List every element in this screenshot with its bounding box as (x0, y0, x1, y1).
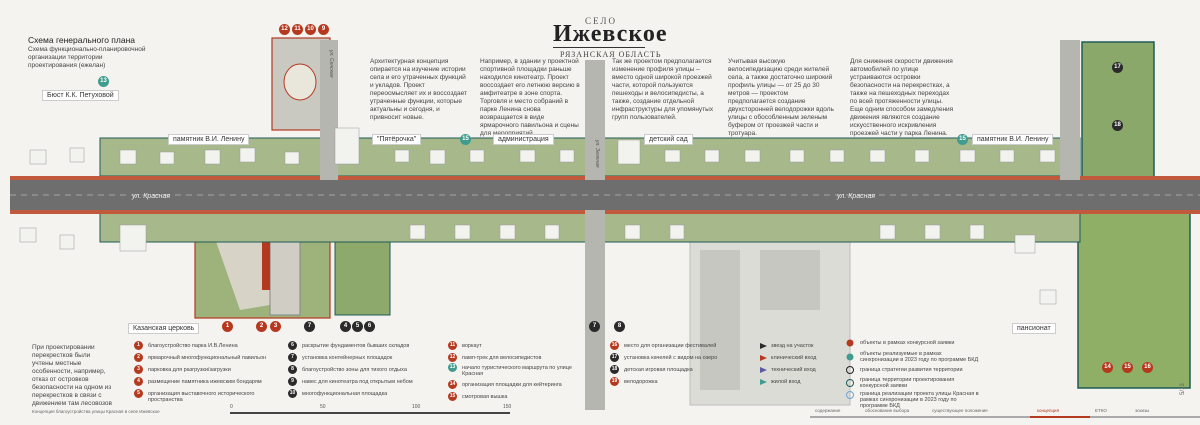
tag-bust: Бюст К.К. Петуховой (42, 90, 119, 101)
title-underline (553, 47, 645, 48)
legend-boundary-2: объекты реализуемые в рамках синхронизац… (860, 351, 979, 363)
cross-road-4 (1060, 40, 1080, 180)
badge-11: 11 (292, 24, 303, 35)
footer-bar-2: обоснование выбора (865, 408, 910, 413)
badge-7-right: 7 (589, 321, 600, 332)
footer-caption: Концепция благоустройства улицы Красная … (32, 409, 160, 414)
street-label-left: ул. Красная (132, 193, 171, 200)
badge-17: 17 (1112, 62, 1123, 73)
tag-lenin-monument-2: памятник В.И. Ленину (972, 134, 1054, 145)
paragraph-5: Для снижения скорости движения автомобил… (850, 58, 954, 137)
scale-100: 100 (412, 404, 421, 410)
scheme-subtitle: Схема функционально-планировочной органи… (28, 46, 146, 69)
cross-road-1 (320, 40, 338, 180)
badge-1: 1 (222, 321, 233, 332)
badge-12: 12 (279, 24, 290, 35)
legend-entrance-1: звезд на участок (771, 343, 814, 349)
tag-administration: администрация (493, 134, 554, 145)
scale-0: 0 (230, 404, 233, 410)
legend-boundary-5: граница реализации проекта улицы Красная… (860, 391, 979, 409)
tag-lenin-monument-1: памятник В.И. Ленину (168, 134, 250, 145)
page-number: 5/13 (1180, 383, 1186, 395)
scale-50: 50 (320, 404, 326, 410)
cross-road-2 (585, 60, 605, 180)
badge-10: 10 (305, 24, 316, 35)
village-name: Ижевское (553, 21, 668, 47)
legend-entrance-4: жилой вход (771, 379, 801, 385)
badge-4: 4 (340, 321, 351, 332)
region-name: РЯЗАНСКАЯ ОБЛАСТЬ (560, 50, 662, 59)
paragraph-3: Так же проектом предполагается изменение… (612, 58, 714, 121)
street-label-cross2: ул. Зеленая (594, 140, 600, 168)
badge-5: 5 (352, 321, 363, 332)
village-prefix: СЕЛО (585, 16, 617, 26)
tag-pyaterochka: "Пятёрочка" (372, 134, 422, 145)
badge-7-left: 7 (304, 321, 315, 332)
badge-3: 3 (270, 321, 281, 332)
tag-kindergarten: детский сад (644, 134, 693, 145)
footer-bar-3: существующее положение (932, 408, 988, 413)
badge-8: 8 (614, 321, 625, 332)
footer-bar-5: ЕТКО (1095, 408, 1107, 413)
park-south-east (1077, 207, 1191, 389)
legend-boundary-3: граница стратегии развития территории (860, 367, 963, 373)
badge-18: 18 (1112, 120, 1123, 131)
badge-15-pension: 15 (1122, 362, 1133, 373)
footer-bar-6: эскизы (1135, 408, 1150, 413)
badge-15-lenin: 15 (957, 134, 968, 145)
legend-boundary-4: граница территории проектирования конкур… (860, 377, 955, 389)
tag-pension: пансионат (1012, 323, 1056, 334)
legend-boundary-1: объекты в рамках конкурсной заявки (860, 340, 955, 346)
badge-9: 9 (318, 24, 329, 35)
paragraph-1: Архитектурная концепция опирается на изу… (370, 58, 467, 121)
legend-entrance-3: технический вход (771, 367, 816, 373)
paragraph-4: Учитывая высокую велосипедизацию среди ж… (728, 58, 834, 137)
footer-bar-1: содержание (815, 408, 841, 413)
tag-kazan-church: Казанская церковь (128, 323, 200, 334)
badge-6: 6 (364, 321, 375, 332)
street-label-cross1: ул. Сенская (328, 50, 334, 78)
badge-13: 13 (98, 76, 109, 87)
legend-entrance-2: клинический вход (771, 355, 817, 361)
badge-15-admin: 15 (460, 134, 471, 145)
paragraph-6: При проектировании перекрестков были учт… (32, 344, 112, 407)
paragraph-2: Например, в здании у проектной спортивно… (480, 58, 580, 137)
cross-road-3 (585, 210, 605, 410)
footer-bar-4: концепция (1037, 408, 1060, 413)
street-label-right: ул. Красная (837, 193, 876, 200)
badge-14: 14 (1102, 362, 1113, 373)
scheme-title: Схема генерального плана (28, 35, 135, 45)
badge-2: 2 (256, 321, 267, 332)
scale-150: 150 (503, 404, 512, 410)
badge-16: 16 (1142, 362, 1153, 373)
